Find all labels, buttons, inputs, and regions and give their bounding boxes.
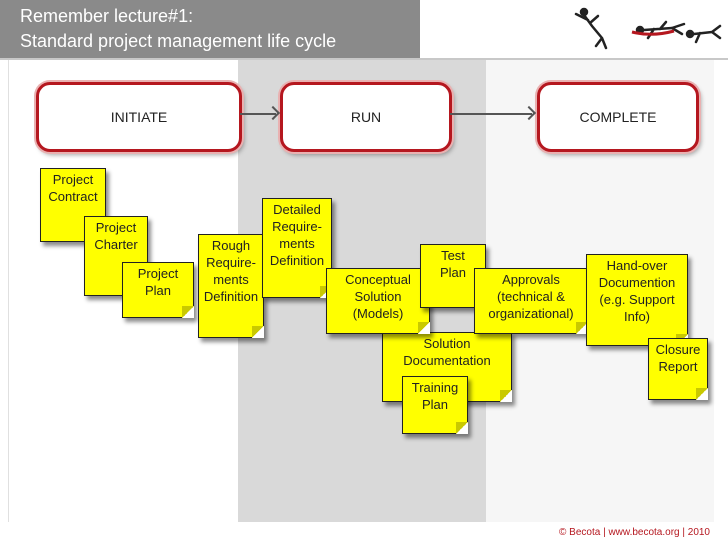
note-project-plan: Project Plan xyxy=(122,262,194,318)
title-bar: Remember lecture#1: Standard project man… xyxy=(0,0,420,60)
note-training-plan: Training Plan xyxy=(402,376,468,434)
note-approvals: Approvals (technical & organizational) xyxy=(474,268,588,334)
title-line-2: Standard project management life cycle xyxy=(20,31,337,51)
note-handover-documentation: Hand-over Documention (e.g. Support Info… xyxy=(586,254,688,346)
note-rough-requirements: Rough Require- ments Definition xyxy=(198,234,264,338)
title-line-1: Remember lecture#1: xyxy=(20,6,194,26)
phase-complete: COMPLETE xyxy=(537,82,699,152)
note-solution-documentation: Solution Documentation xyxy=(382,332,512,402)
arrow-run-to-complete xyxy=(450,113,532,115)
phase-initiate: INITIATE xyxy=(36,82,242,152)
note-conceptual-solution: Conceptual Solution (Models) xyxy=(326,268,430,334)
note-project-contract: Project Contract xyxy=(40,168,106,242)
note-closure-report: Closure Report xyxy=(648,338,708,400)
jumping-figures-logo xyxy=(574,7,722,50)
arrow-initiate-to-run xyxy=(240,113,276,115)
note-detailed-requirements: Detailed Require- ments Definition xyxy=(262,198,332,298)
header-divider xyxy=(0,58,728,60)
copyright-footer: © Becota | www.becota.org | 2010 xyxy=(559,527,710,538)
note-project-charter: Project Charter xyxy=(84,216,148,296)
phase-run: RUN xyxy=(280,82,452,152)
